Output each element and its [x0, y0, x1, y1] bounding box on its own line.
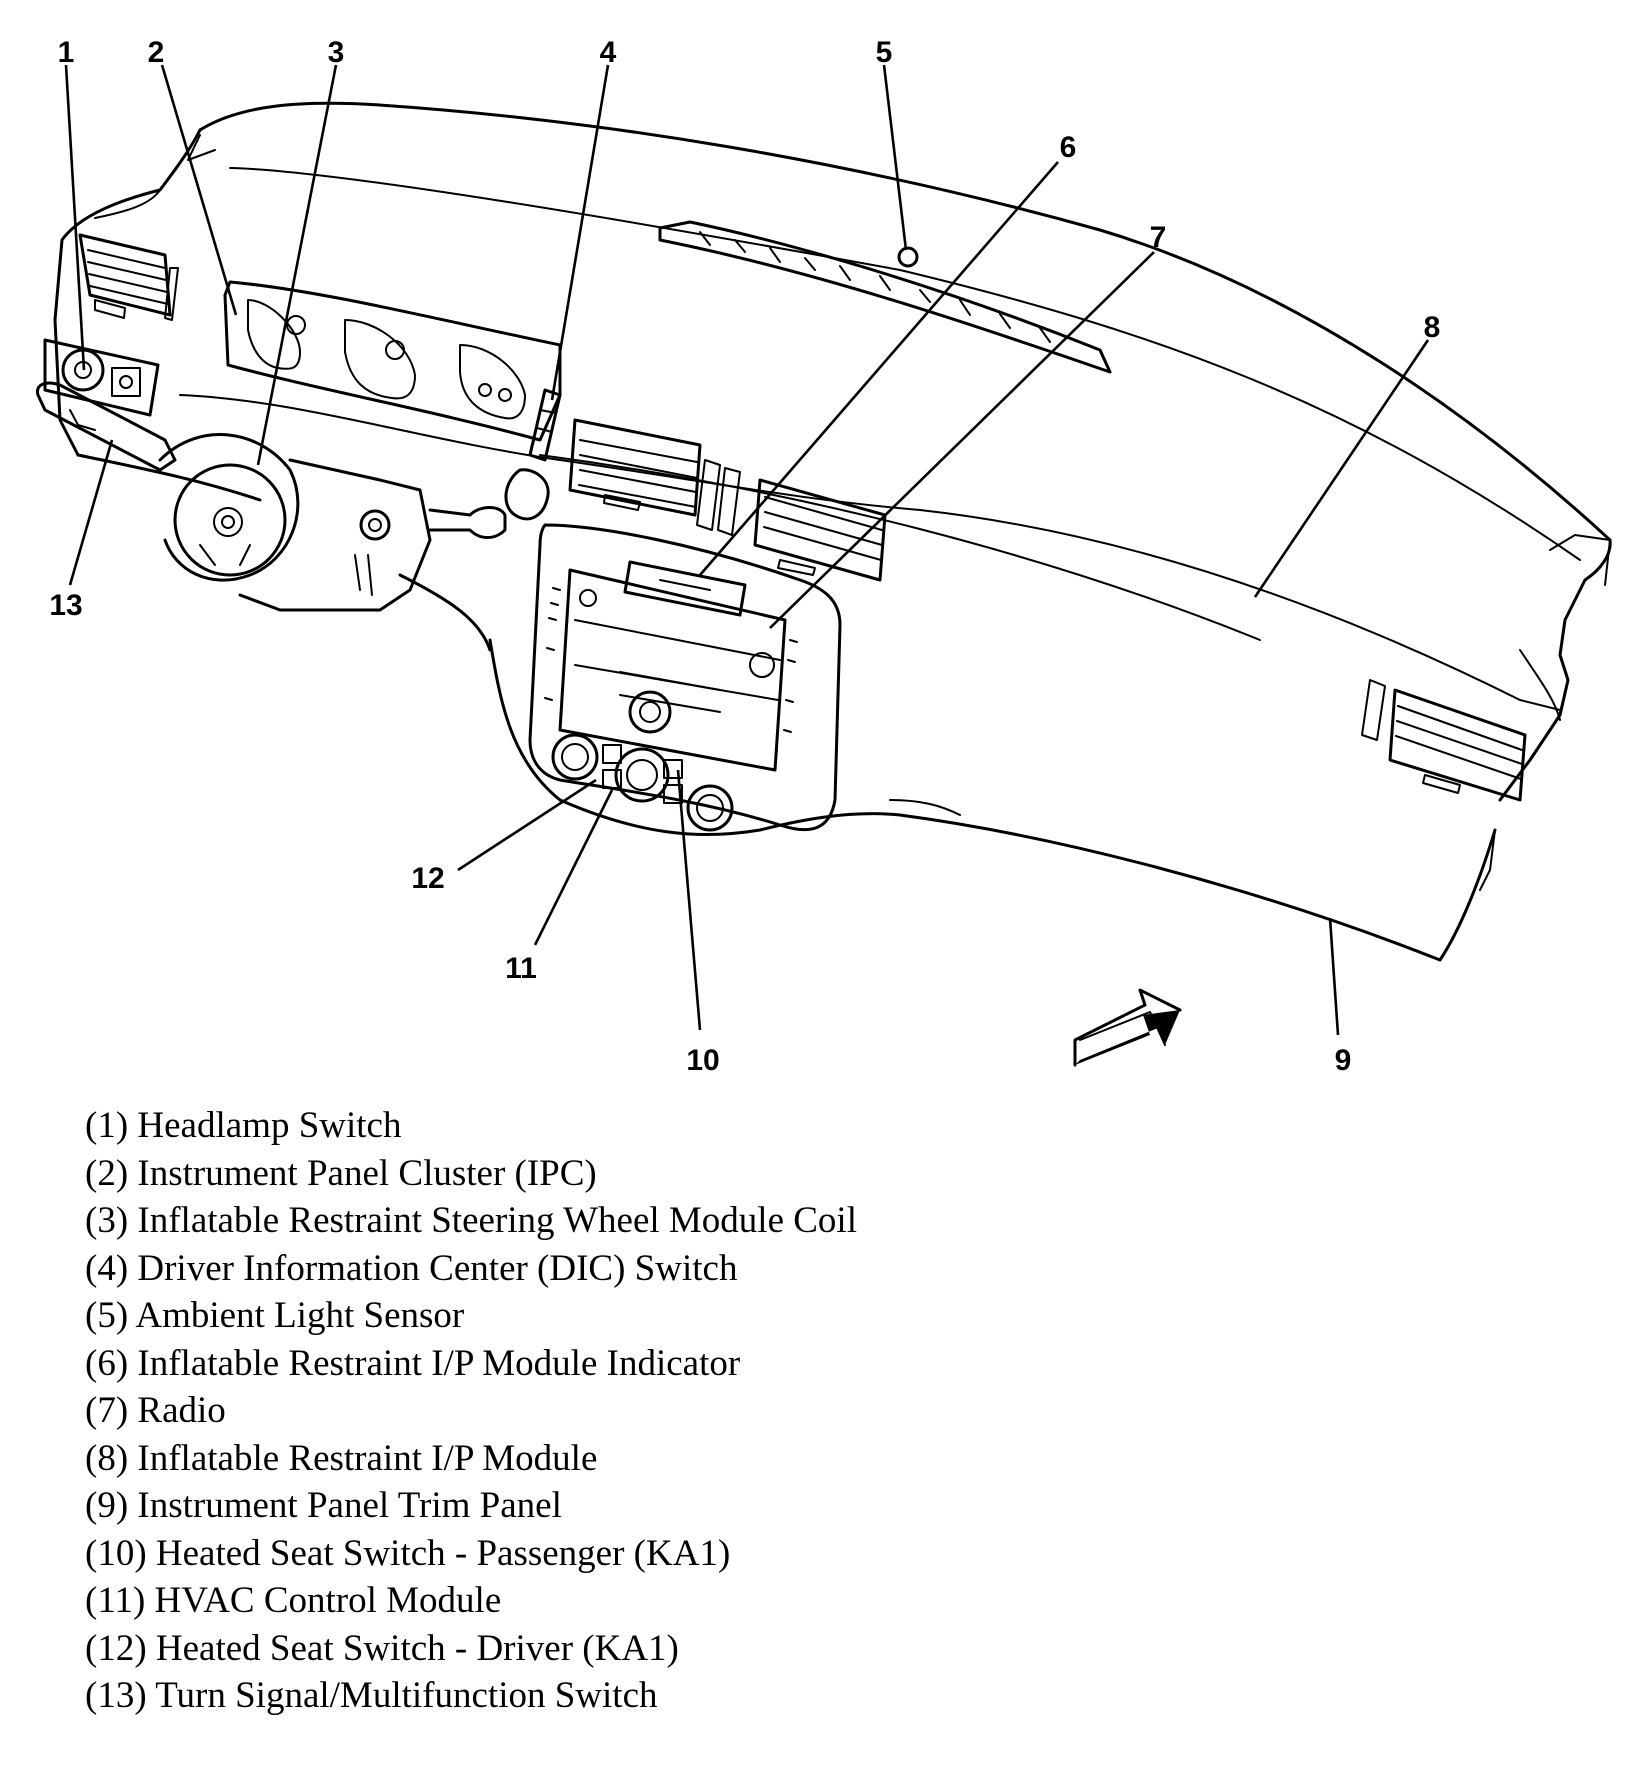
legend-item: (11) HVAC Control Module — [85, 1580, 502, 1621]
legend-item: (5) Ambient Light Sensor — [85, 1295, 465, 1336]
callout-6: 6 — [1060, 131, 1077, 164]
leader-8 — [1253, 339, 1430, 598]
callout-13: 13 — [49, 589, 82, 622]
leader-4 — [550, 64, 610, 401]
legend-item: (3) Inflatable Restraint Steering Wheel … — [85, 1200, 857, 1241]
forward-arrow-icon — [1073, 988, 1182, 1067]
callout-2: 2 — [148, 36, 165, 69]
leader-2 — [160, 64, 238, 316]
headlamp-switch — [43, 338, 160, 417]
left-outer-vent — [78, 233, 179, 321]
callout-5: 5 — [876, 36, 893, 69]
callout-7: 7 — [1150, 221, 1167, 254]
leader-10 — [676, 769, 702, 1031]
leader-3 — [256, 64, 338, 466]
legend-item: (8) Inflatable Restraint I/P Module — [85, 1437, 598, 1479]
callout-8: 8 — [1424, 311, 1441, 344]
callout-numbers: 1 2 3 4 5 6 7 8 9 10 11 12 13 — [49, 36, 1440, 1077]
instrument-panel-outline — [53, 101, 1612, 962]
leader-9 — [1328, 917, 1340, 1036]
legend-item: (7) Radio — [85, 1390, 226, 1431]
center-vent-right — [696, 459, 887, 582]
legend-item: (4) Driver Information Center (DIC) Swit… — [85, 1247, 738, 1289]
legend-item: (10) Heated Seat Switch - Passenger (KA1… — [85, 1532, 731, 1574]
callout-1: 1 — [58, 36, 75, 69]
lower-trim-crease — [889, 799, 961, 816]
callout-11: 11 — [505, 952, 537, 985]
callout-9: 9 — [1335, 1044, 1352, 1077]
callout-10: 10 — [686, 1044, 719, 1077]
callout-4: 4 — [600, 36, 617, 69]
dic-switch — [504, 388, 562, 521]
instrument-cluster — [223, 280, 562, 442]
legend-item: (6) Inflatable Restraint I/P Module Indi… — [85, 1342, 741, 1384]
leader-7 — [769, 251, 1155, 629]
center-vent-left — [568, 418, 702, 517]
leader-5 — [882, 64, 908, 251]
leader-6 — [699, 161, 1059, 576]
callout-12: 12 — [411, 862, 444, 895]
steering-wheel-hub — [158, 433, 507, 612]
leader-13 — [68, 439, 114, 586]
leader-1 — [64, 64, 86, 371]
right-outer-vent — [1361, 679, 1527, 802]
legend-item: (12) Heated Seat Switch - Driver (KA1) — [85, 1627, 679, 1669]
defroster-vent — [658, 220, 1112, 374]
legend-item: (13) Turn Signal/Multifunction Switch — [85, 1675, 658, 1716]
component-legend: (1) Headlamp Switch (2) Instrument Panel… — [85, 1102, 857, 1720]
legend-item: (9) Instrument Panel Trim Panel — [85, 1485, 562, 1526]
callout-3: 3 — [328, 36, 345, 69]
leader-lines — [64, 64, 1430, 1036]
leader-11 — [533, 789, 614, 946]
ambient-light-sensor — [897, 246, 919, 268]
center-stack — [528, 523, 842, 832]
legend-item: (2) Instrument Panel Cluster (IPC) — [85, 1152, 597, 1194]
leader-12 — [457, 778, 597, 872]
legend-item: (1) Headlamp Switch — [85, 1105, 402, 1146]
right-lower-edge — [1479, 829, 1496, 891]
instrument-panel-diagram: 1 2 3 4 5 6 7 8 9 10 11 12 13 — [35, 36, 1612, 1077]
turn-signal-lever — [35, 381, 177, 472]
